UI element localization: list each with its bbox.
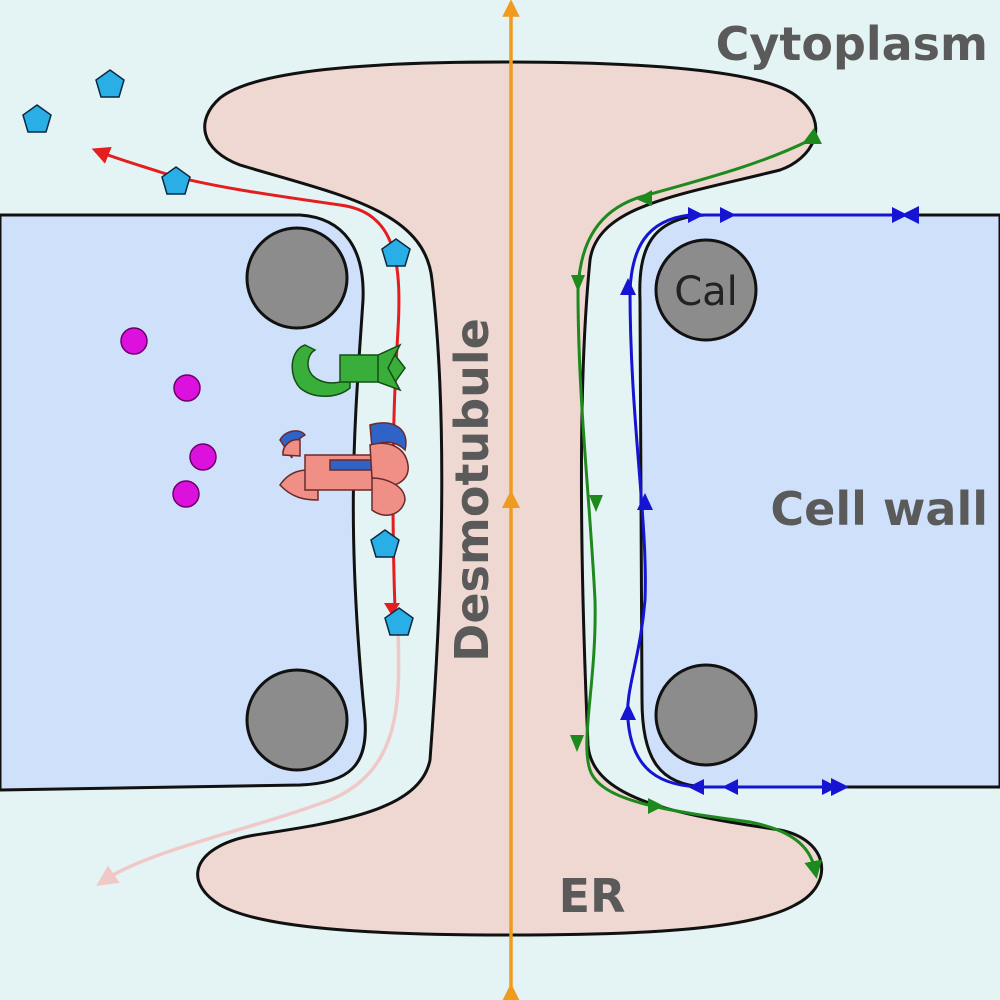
magenta-dot	[120, 327, 148, 355]
pink-blue-receptor	[279, 422, 409, 516]
desmotubule-label: Desmotubule	[445, 318, 499, 662]
cytoplasm-label: Cytoplasm	[716, 17, 988, 71]
blue-midarrow-up-1	[620, 278, 636, 295]
pentagon-molecules	[22, 69, 414, 636]
blue-midarrow-top-1	[688, 207, 704, 223]
pentagon-molecule	[381, 238, 411, 267]
green-receptor	[291, 343, 406, 397]
callose-deposit-top-left	[245, 226, 349, 330]
er-label: ER	[559, 869, 626, 923]
pentagon-molecule	[384, 607, 414, 636]
desmotubule-midpoint-arrow	[502, 490, 520, 508]
blue-midarrow-top-3	[892, 207, 908, 223]
blue-midarrow-bottom-3	[822, 779, 838, 795]
pentagon-molecule	[370, 529, 400, 558]
cell-wall-label: Cell wall	[770, 482, 988, 536]
callose-deposit-bottom-right	[654, 663, 758, 767]
cal-label: Cal	[674, 269, 738, 315]
callose-deposit-bottom-left	[245, 668, 349, 772]
pentagon-molecule	[22, 104, 52, 133]
callose-deposit-top-right	[654, 238, 758, 342]
green-midarrow-bottom	[648, 798, 664, 814]
green-midarrow-top	[636, 190, 652, 206]
magenta-dot	[172, 480, 200, 508]
pentagon-molecule	[161, 166, 191, 195]
magenta-dot	[189, 443, 217, 471]
blue-midarrow-bottom-1	[688, 779, 704, 795]
pentagon-molecule	[95, 69, 125, 98]
green-midarrow-1	[571, 275, 585, 292]
blue-transport-path	[626, 206, 919, 796]
blue-midarrow-up-2	[637, 493, 653, 510]
blue-midarrow-bottom-2	[722, 779, 738, 795]
red-path-midarrow	[384, 603, 400, 616]
blue-midarrow-up-3	[620, 703, 636, 720]
magenta-dots	[120, 327, 217, 508]
green-midarrow-3	[570, 735, 584, 752]
blue-midarrow-top-2	[720, 207, 736, 223]
green-midarrow-2	[589, 495, 603, 512]
magenta-dot	[173, 374, 201, 402]
faded-transport-path	[96, 629, 401, 886]
